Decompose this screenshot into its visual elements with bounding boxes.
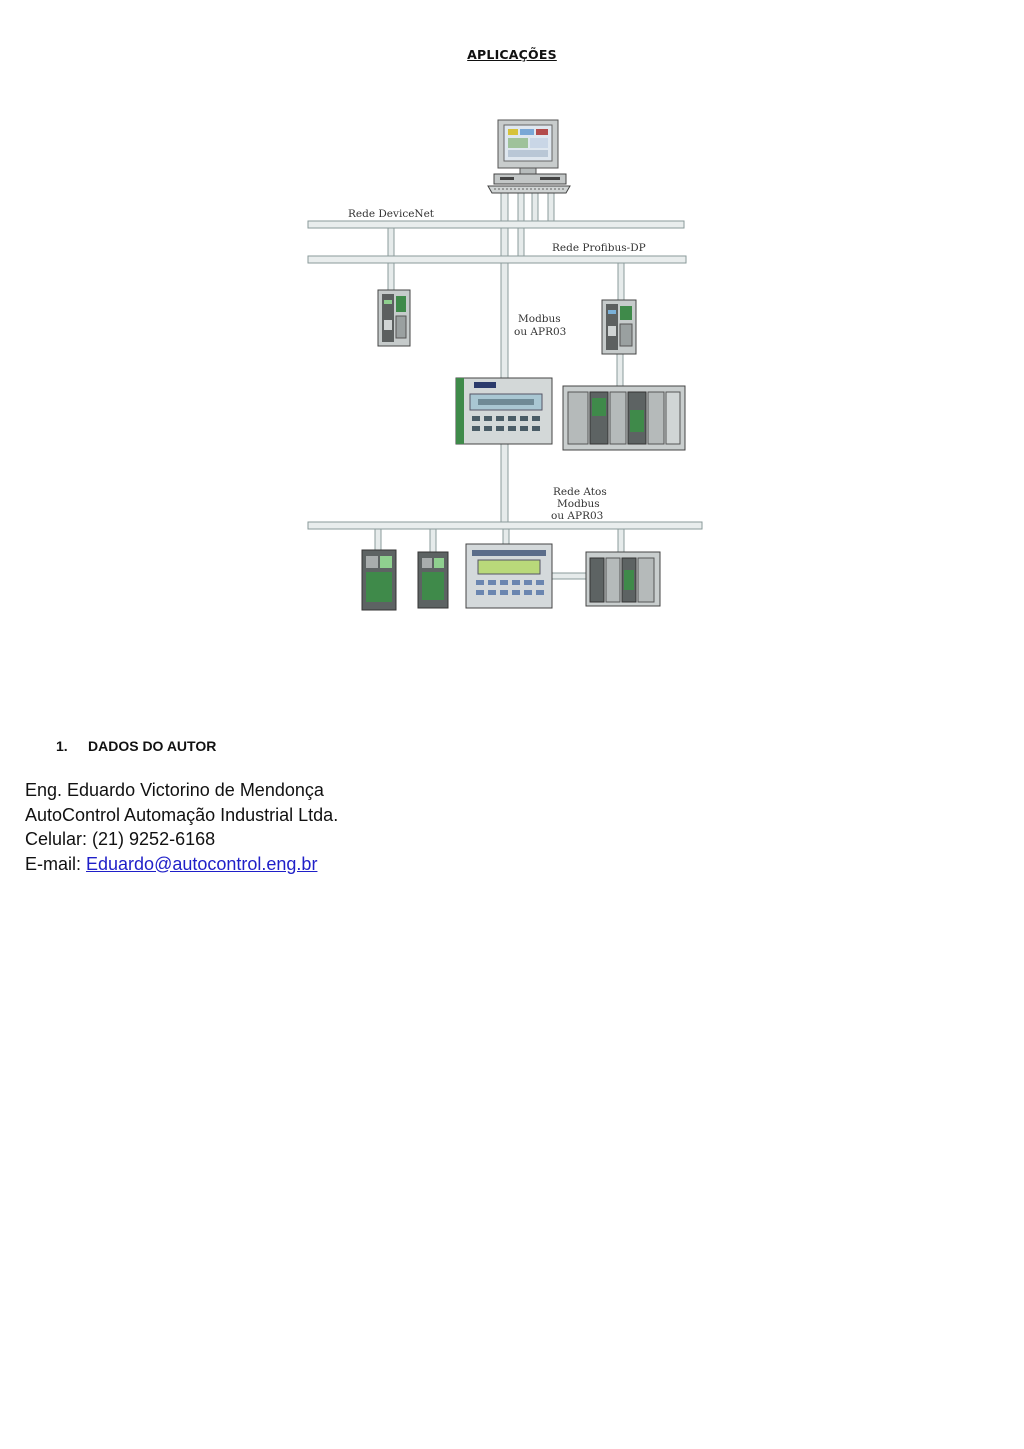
io-module-icon (417, 551, 449, 609)
author-company: AutoControl Automação Industrial Ltda. (25, 804, 339, 825)
buses (307, 220, 703, 530)
cable-rack-drop (616, 353, 624, 389)
atos-label-line2: Modbus (557, 498, 600, 510)
cable-rack2-drop (617, 527, 625, 553)
profibus-label: Rede Profibus-DP (552, 242, 646, 254)
io-module-icon (361, 549, 397, 611)
hmi-panel-icon (455, 377, 553, 445)
cable-pc-right (547, 191, 555, 223)
cable-rack2-link (551, 572, 589, 580)
email-link[interactable]: Eduardo@autocontrol.eng.br (86, 853, 318, 874)
keypad-hmi-icon (465, 543, 553, 609)
cable-main-trunk (500, 191, 509, 526)
modbus-label-line1: Modbus (518, 313, 561, 325)
author-phone: Celular: (21) 9252-6168 (25, 829, 216, 849)
author-email-line: E-mail: Eduardo@autocontrol.eng.br (25, 852, 338, 877)
cable-keypad-drop (502, 527, 510, 547)
modbus-label-line2: ou APR03 (514, 326, 566, 338)
author-name: Eng. Eduardo Victorino de Mendonça (25, 780, 324, 800)
devicenet-bus (307, 220, 685, 229)
section-title: DADOS DO AUTOR (88, 738, 217, 754)
profibus-bus (307, 255, 687, 264)
section-number: 1. (56, 738, 68, 754)
cable-pc-profibus (531, 191, 539, 223)
section-heading: 1. DADOS DO AUTOR (56, 738, 216, 754)
email-label: E-mail: (25, 853, 87, 874)
atos-label-line1: Rede Atos (553, 486, 607, 498)
page-title: APLICAÇÕES (467, 47, 557, 62)
devicenet-module-icon (377, 289, 411, 347)
cable-io2-drop (429, 527, 437, 555)
devicenet-label: Rede DeviceNet (348, 208, 435, 220)
cable-profibus-drop (617, 259, 625, 303)
network-diagram: Rede DeviceNet Rede Profibus-DP Modbus o… (307, 119, 703, 611)
atos-label-line3: ou APR03 (551, 510, 603, 522)
plc-rack-icon (585, 551, 661, 607)
computer-icon (487, 119, 571, 194)
profibus-module-icon (601, 299, 637, 355)
plc-rack-icon (562, 385, 686, 451)
author-block: Eng. Eduardo Victorino de Mendonça AutoC… (25, 778, 338, 876)
atos-bus (307, 521, 703, 530)
